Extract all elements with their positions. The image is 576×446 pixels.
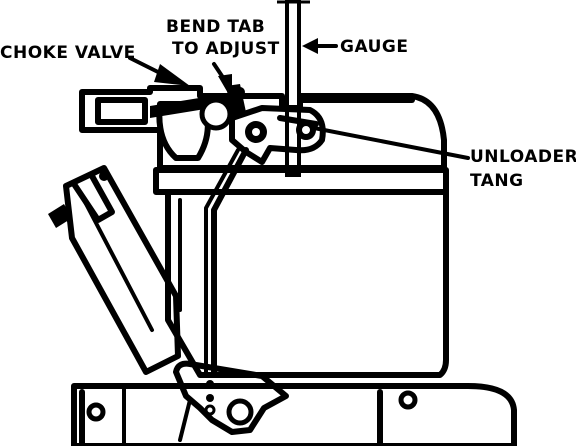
throttle-body-icon [71,383,517,446]
label-bend-tab-line2: TO ADJUST [172,39,280,59]
label-gauge: GAUGE [340,37,408,57]
throttle-lever-icon [173,360,289,442]
unloader-tang-icon [229,105,326,165]
choke-housing-icon [63,165,181,375]
choke-valve-plate-icon [150,92,236,161]
mounting-screw-icon [48,204,72,228]
label-choke-valve: CHOKE VALVE [0,43,136,63]
linkage-rod-icon [204,147,249,375]
leader-lines [128,38,470,160]
label-unloader-line1: UNLOADER [470,147,576,167]
gauge-rod-icon [277,0,310,177]
label-bend-tab-line1: BEND TAB [166,17,265,37]
label-unloader-line2: TANG [470,171,524,191]
carburetor-body-icon [153,167,449,378]
